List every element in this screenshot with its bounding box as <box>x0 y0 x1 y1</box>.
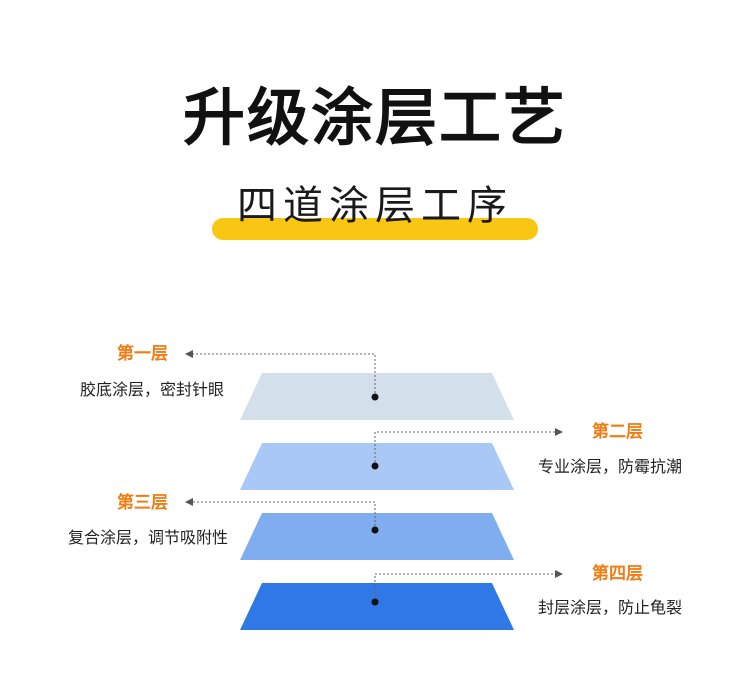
layer-3-plate <box>240 513 514 560</box>
layer-3-dot <box>371 526 379 534</box>
layer-3-desc: 复合涂层，调节吸附性 <box>67 528 228 547</box>
layer-1-desc: 胶底涂层，密封针眼 <box>79 380 224 399</box>
subtitle-highlight-bar <box>212 218 538 240</box>
layer-2-dot <box>371 462 379 470</box>
layer-3-leader-line <box>185 498 376 530</box>
subtitle: 四道涂层工序 <box>237 183 513 229</box>
layer-1-leader-line <box>185 350 376 397</box>
layer-1-label: 第一层 <box>117 344 168 364</box>
layer-2-leader-line <box>374 428 563 466</box>
layer-4-desc: 封层涂层，防止龟裂 <box>538 598 683 617</box>
layer-2-desc: 专业涂层，防霉抗潮 <box>538 457 683 476</box>
layer-2-label: 第二层 <box>592 422 643 442</box>
layer-3-label: 第三层 <box>117 493 168 513</box>
page-title: 升级涂层工艺 <box>182 81 567 154</box>
layer-1-dot <box>371 393 379 401</box>
layer-4-leader-line <box>374 570 563 602</box>
subtitle-banner: 四道涂层工序 <box>212 178 538 240</box>
layer-4-plate <box>240 583 514 630</box>
layer-4-label: 第四层 <box>592 564 643 584</box>
layer-4-dot <box>371 598 379 606</box>
